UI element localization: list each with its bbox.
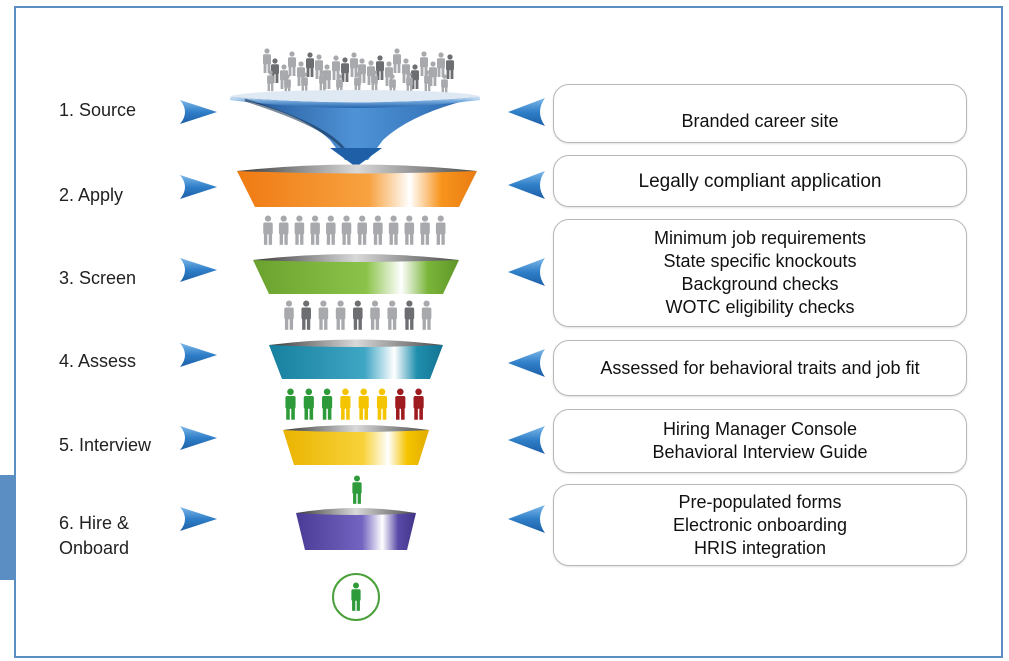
crowd-person-icon <box>315 54 323 79</box>
crowd-person-icon <box>341 57 349 82</box>
person-icon <box>263 215 273 245</box>
desc-line: Branded career site <box>681 111 839 131</box>
desc-line: Pre-populated forms <box>678 491 842 512</box>
desc-box-apply: Legally compliant application <box>553 155 967 207</box>
desc-line: Minimum job requirements <box>653 228 867 248</box>
person-icon <box>370 300 380 330</box>
arrow-right-icon <box>180 343 217 367</box>
arrow-left-icon <box>508 505 545 533</box>
desc-line: State specific knockouts <box>663 251 857 271</box>
person-icon <box>340 388 351 420</box>
person-icon <box>404 215 415 245</box>
person-icon <box>278 215 289 245</box>
step-label-interview: 5. Interview <box>59 435 152 455</box>
desc-line: Assessed for behavioral traits and job f… <box>600 357 920 378</box>
person-icon <box>352 475 362 504</box>
funnel-stage-apply <box>237 164 477 207</box>
person-icon <box>318 300 329 330</box>
person-icon <box>373 215 383 245</box>
desc-box-interview: Hiring Manager Console Behavioral Interv… <box>553 409 967 473</box>
arrow-right-icon <box>180 507 217 531</box>
desc-line: Electronic onboarding <box>672 514 848 535</box>
person-icon <box>310 215 320 245</box>
applicant-crowd-icon <box>263 48 454 96</box>
crowd-person-icon <box>446 54 454 79</box>
desc-line: Behavioral Interview Guide <box>652 442 868 462</box>
person-icon <box>341 215 352 245</box>
person-icon <box>357 215 367 245</box>
crowd-person-icon <box>263 48 271 73</box>
step-label-screen: 3. Screen <box>59 268 137 288</box>
desc-line: Legally compliant application <box>638 170 882 192</box>
person-icon <box>421 300 432 330</box>
left-arrows <box>180 100 217 531</box>
people-row-after-interview <box>352 475 362 504</box>
desc-box-screen: Minimum job requirements State specific … <box>553 219 967 327</box>
step-label-hire-line1: 6. Hire & <box>59 513 130 533</box>
people-row-after-screen <box>284 300 432 330</box>
person-icon <box>294 215 305 245</box>
funnel-stage-screen <box>253 254 459 294</box>
person-icon <box>335 300 346 330</box>
desc-box-source: Branded career site <box>553 84 967 143</box>
arrow-right-icon <box>180 175 217 199</box>
right-arrows <box>508 98 545 533</box>
crowd-person-icon <box>393 48 401 73</box>
arrow-right-icon <box>180 258 217 282</box>
person-icon <box>376 388 388 420</box>
funnel-stage-assess <box>269 339 443 379</box>
desc-line: HRIS integration <box>693 537 827 558</box>
arrow-right-icon <box>180 426 217 450</box>
people-row-after-assess <box>285 388 424 420</box>
arrow-right-icon <box>180 100 217 124</box>
person-icon <box>404 300 415 330</box>
step-label-hire-line2: Onboard <box>59 538 130 558</box>
person-icon <box>322 388 333 420</box>
arrow-left-icon <box>508 258 545 286</box>
arrow-left-icon <box>508 349 545 377</box>
crowd-person-icon <box>306 52 314 77</box>
person-icon <box>284 300 294 330</box>
desc-line: Hiring Manager Console <box>662 419 858 439</box>
funnel-stage-interview <box>283 425 429 465</box>
person-icon <box>303 388 314 420</box>
person-icon <box>285 388 296 420</box>
hired-person-icon <box>332 573 380 621</box>
desc-line: Background checks <box>681 274 839 294</box>
desc-box-hire: Pre-populated forms Electronic onboardin… <box>553 484 967 566</box>
person-icon <box>353 300 363 330</box>
crowd-person-icon <box>288 51 296 76</box>
people-row-after-apply <box>263 215 446 245</box>
person-icon <box>435 215 446 245</box>
person-icon <box>358 388 369 420</box>
person-icon <box>301 300 311 330</box>
step-label-source: 1. Source <box>59 100 137 120</box>
person-icon <box>413 388 424 420</box>
step-label-assess: 4. Assess <box>59 351 137 371</box>
person-icon <box>387 300 397 330</box>
desc-line: WOTC eligibility checks <box>665 297 855 317</box>
arrow-left-icon <box>508 426 545 454</box>
person-icon <box>388 215 399 245</box>
step-label-apply: 2. Apply <box>59 185 124 205</box>
crowd-person-icon <box>437 52 445 77</box>
step-label-hire: 6. Hire & Onboard <box>59 512 129 560</box>
side-tab-marker <box>0 475 16 580</box>
person-icon <box>395 388 406 420</box>
arrow-left-icon <box>508 171 545 199</box>
person-icon <box>420 215 430 245</box>
funnel-stage-source <box>230 90 480 167</box>
arrow-left-icon <box>508 98 545 126</box>
desc-box-assess: Assessed for behavioral traits and job f… <box>553 340 967 396</box>
person-icon <box>326 215 336 245</box>
funnel-stage-hire <box>296 508 416 550</box>
